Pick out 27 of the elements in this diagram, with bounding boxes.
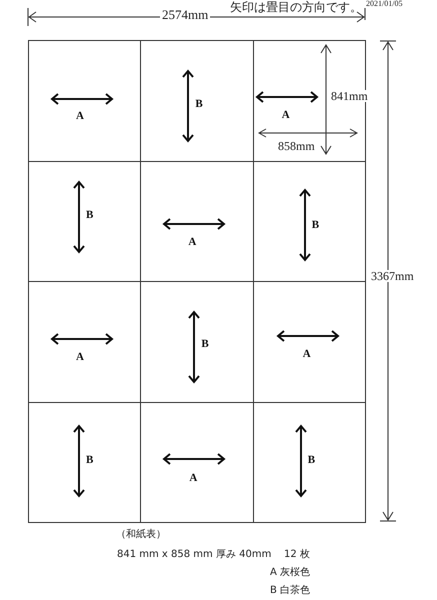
dimension-text: 2574mm [160, 8, 210, 21]
date-text: 2021/01/05 [366, 0, 402, 8]
color-text: A 灰桜色 [270, 568, 310, 578]
dimension-text: 841mm [329, 90, 370, 102]
note-text: 矢印は畳目の方向です。 [230, 1, 362, 13]
dimension-text: 3367mm [369, 270, 416, 282]
mat-type-letter: A [282, 110, 290, 121]
mat-type-letter: A [188, 236, 196, 248]
mat-type-letter: B [86, 210, 94, 220]
tatami-mat [28, 40, 142, 162]
tatami-mat [252, 40, 366, 162]
mat-type-letter: B [308, 454, 316, 466]
mat-type-letter: A [302, 349, 311, 360]
mat-type-letter: B [195, 99, 203, 110]
mat-type-letter: A [76, 352, 84, 363]
size-text: 841 mm x 858 mm 厚み 40mm [117, 550, 272, 560]
mat-type-letter: B [201, 339, 209, 350]
mat-type-letter: B [86, 454, 94, 466]
mat-type-letter: B [312, 220, 320, 230]
material-text: （和紙表） [116, 530, 166, 540]
tatami-mat [252, 402, 366, 523]
mat-type-letter: A [189, 472, 198, 484]
count-text: 12 枚 [284, 550, 310, 560]
mat-type-letter: A [76, 111, 84, 122]
color-text: B 白茶色 [270, 586, 310, 596]
tatami-mat [28, 402, 142, 523]
dimension-text: 858mm [276, 140, 317, 152]
